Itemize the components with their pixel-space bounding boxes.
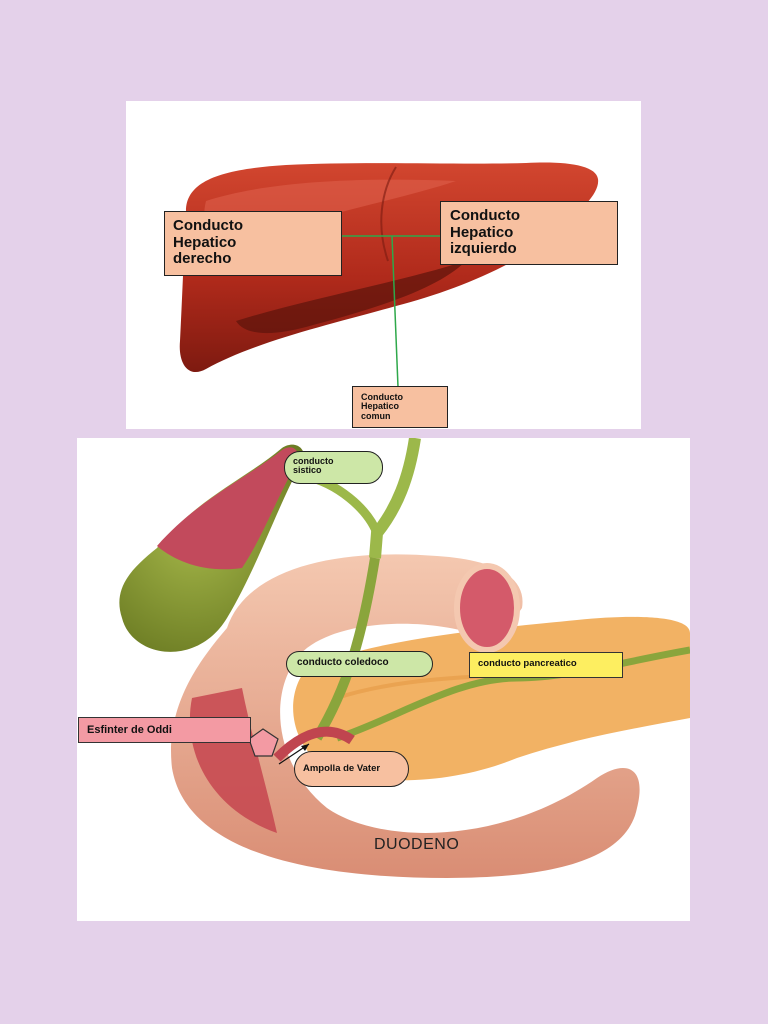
ampulla bbox=[273, 726, 355, 762]
hepatic-duct bbox=[369, 438, 421, 559]
label-ampulla-of-vater: Ampolla de Vater bbox=[294, 751, 409, 787]
pancreatic-duct bbox=[335, 646, 690, 742]
leader-line-vertical bbox=[391, 235, 399, 388]
label-left-hepatic-duct: Conducto Hepatico izquierdo bbox=[440, 201, 618, 265]
sphincter-marker bbox=[248, 728, 279, 757]
cystic-duct bbox=[303, 471, 382, 535]
gallbladder-interior bbox=[157, 447, 299, 570]
liver-lobe-fissure bbox=[380, 166, 397, 262]
ampulla-arrowhead bbox=[301, 744, 309, 751]
label-common-hepatic-duct: Conducto Hepatico comun bbox=[352, 386, 448, 428]
liver-highlight bbox=[204, 179, 456, 251]
duodenum-opening bbox=[454, 563, 520, 653]
label-sphincter-of-oddi: Esfinter de Oddi bbox=[78, 717, 251, 743]
label-cystic-duct: conducto sistico bbox=[284, 451, 383, 484]
label-common-bile-duct: conducto coledoco bbox=[286, 651, 433, 677]
label-duodenum: DUODENO bbox=[374, 836, 460, 853]
label-pancreatic-duct: conducto pancreatico bbox=[469, 652, 623, 678]
label-right-hepatic-duct: Conducto Hepatico derecho bbox=[164, 211, 342, 276]
liver-underside bbox=[236, 261, 466, 334]
duodenum-loop bbox=[171, 554, 640, 878]
